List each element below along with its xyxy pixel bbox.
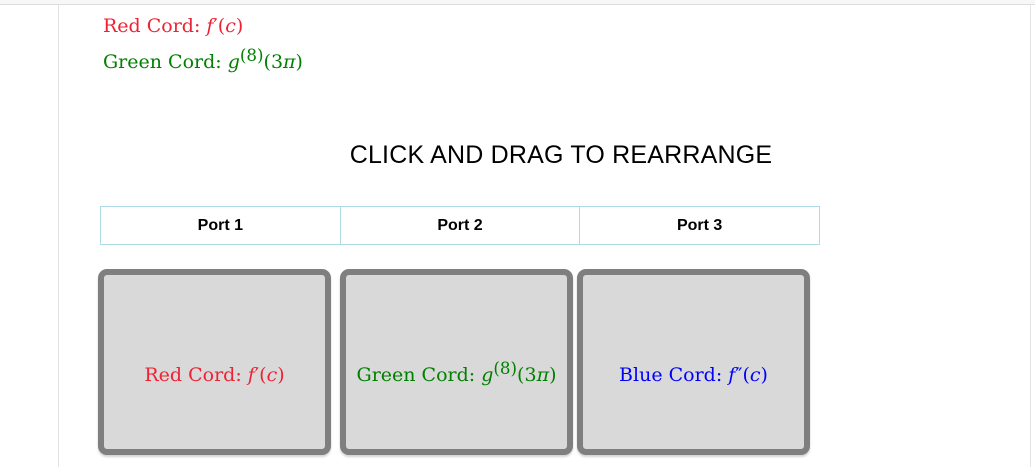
math-paren-close: ) (295, 51, 303, 73)
card-text: Blue Cord: f″(c) (619, 364, 768, 386)
drag-card-blue-cord[interactable]: Blue Cord: f″(c) (577, 269, 810, 455)
top-border-strip (0, 0, 1035, 5)
math-coef-3: 3 (270, 51, 284, 73)
red-cord-label: Red Cord: (103, 15, 207, 37)
drag-card-green-cord[interactable]: Green Cord: g(8)(3π) (340, 269, 573, 455)
port-3-header: Port 3 (579, 206, 820, 245)
drag-card-red-cord[interactable]: Red Cord: f′(c) (98, 269, 331, 455)
math-var-c: c (225, 15, 236, 37)
math-var-pi: π (283, 51, 296, 73)
math-paren-open: ( (217, 15, 226, 37)
port-2-header: Port 2 (339, 206, 581, 245)
math-prime: ′ (213, 15, 218, 37)
math-paren-close: ) (235, 15, 244, 37)
math-superscript-8: (8) (239, 44, 264, 65)
ports-header-row: Port 1 Port 2 Port 3 (100, 206, 820, 245)
card-text: Green Cord: g(8)(3π) (356, 357, 557, 386)
left-page-border (58, 5, 59, 467)
math-var-g: g (227, 51, 240, 73)
instruction-heading: CLICK AND DRAG TO REARRANGE (349, 141, 773, 169)
green-cord-label: Green Cord: (103, 51, 228, 73)
legend-green-cord: Green Cord: g(8)(3π) (103, 47, 303, 75)
card-text: Red Cord: f′(c) (144, 364, 285, 386)
right-page-border (1030, 5, 1031, 467)
legend-red-cord: Red Cord: f′(c) (103, 13, 243, 39)
port-1-header: Port 1 (100, 206, 341, 245)
math-paren-open: ( (263, 51, 271, 73)
ports-table: Port 1 Port 2 Port 3 (100, 206, 820, 245)
math-var-f: f (206, 15, 214, 37)
